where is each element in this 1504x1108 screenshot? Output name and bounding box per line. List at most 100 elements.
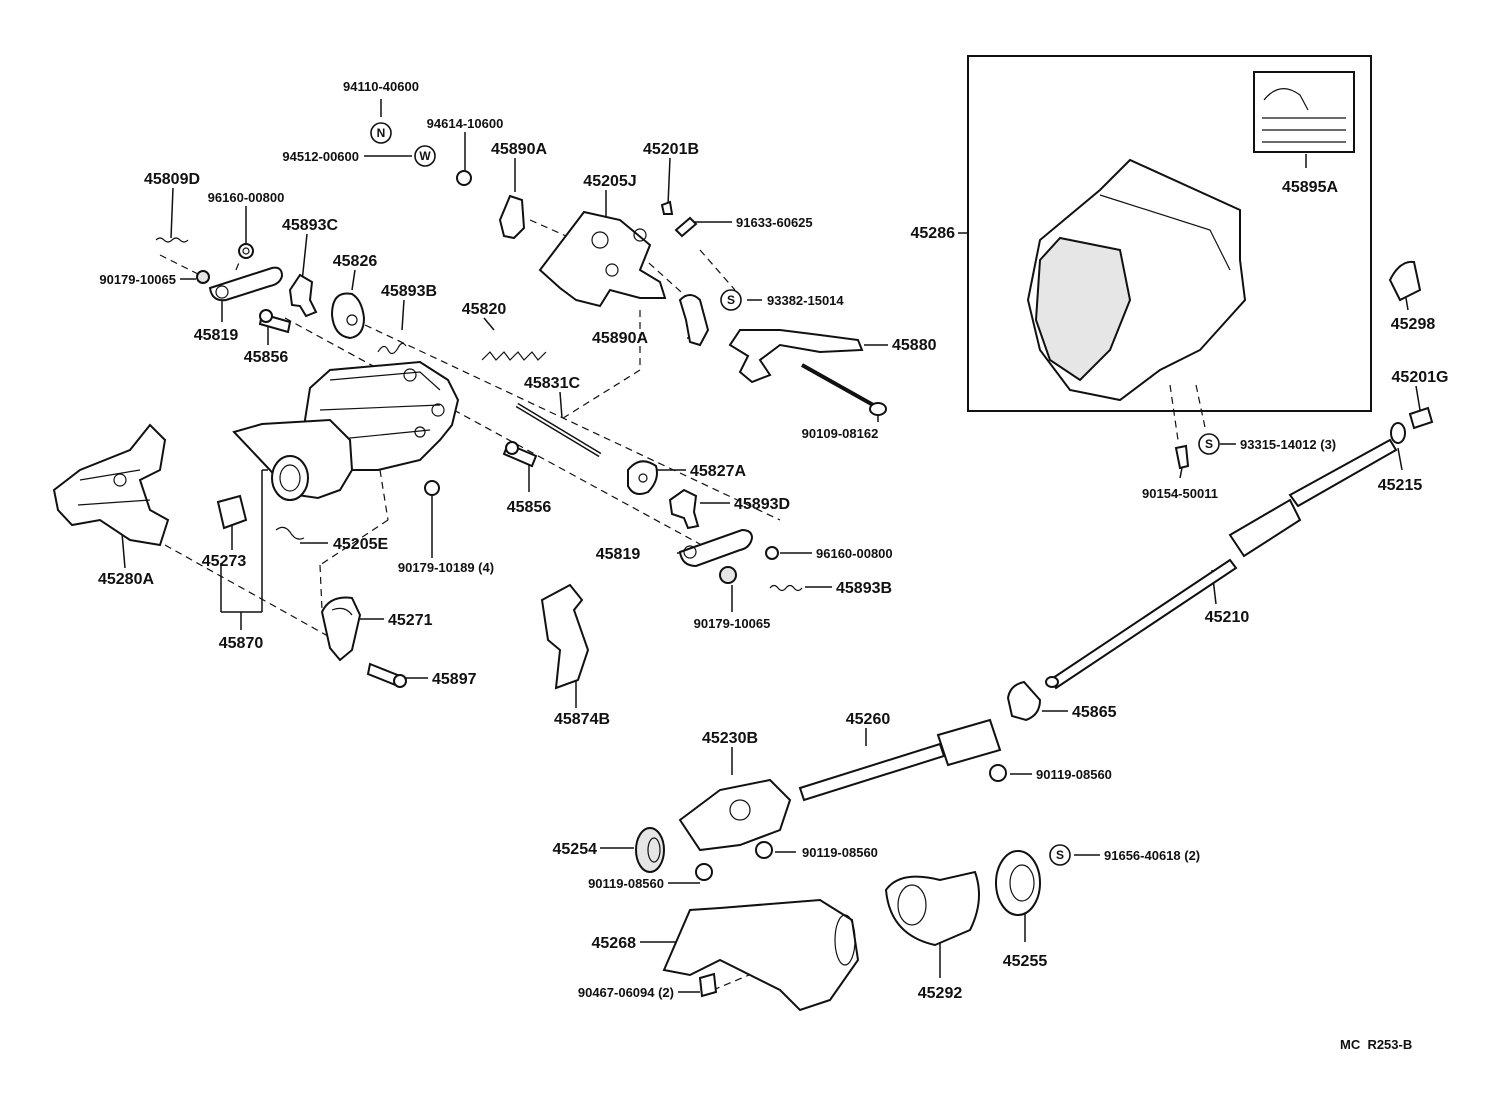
bolt-90119-08560-b-part bbox=[755, 841, 773, 859]
nut-90179-10065-mid-part bbox=[719, 566, 737, 584]
bolt-45809D-part bbox=[155, 237, 189, 243]
symbol-n-circle: N bbox=[370, 122, 392, 144]
tilt-lock-45205J-part bbox=[538, 210, 667, 308]
label-45809D: 45809D bbox=[144, 171, 200, 188]
label-45856-mid: 45856 bbox=[507, 499, 552, 516]
svg-text:S: S bbox=[1056, 848, 1064, 862]
bolt-90179-10189-part bbox=[424, 480, 440, 496]
bolt-90119-08560-c-part bbox=[695, 863, 713, 881]
bolt-45897-part bbox=[366, 662, 407, 688]
label-94512-00600: 94512-00600 bbox=[282, 149, 359, 164]
cover-45298-part bbox=[1388, 260, 1422, 302]
symbol-s-circle-93382: S bbox=[720, 289, 742, 311]
label-45298: 45298 bbox=[1391, 316, 1436, 333]
label-45201G: 45201G bbox=[1392, 369, 1449, 386]
label-45893D: 45893D bbox=[734, 496, 790, 513]
pin-45856-left-part bbox=[258, 309, 292, 334]
lever-45880-part bbox=[728, 329, 864, 384]
bracket-45827A-part bbox=[627, 460, 658, 495]
label-45273: 45273 bbox=[202, 553, 247, 570]
column-tube-part bbox=[232, 418, 354, 501]
svg-text:S: S bbox=[727, 293, 735, 307]
svg-text:N: N bbox=[377, 126, 386, 140]
label-45870: 45870 bbox=[219, 635, 264, 652]
symbol-s-circle-93315: S bbox=[1198, 433, 1220, 455]
label-45230B: 45230B bbox=[702, 730, 758, 747]
label-45271: 45271 bbox=[388, 612, 433, 629]
label-45895A: 45895A bbox=[1282, 179, 1338, 196]
bolt-91633-60625-part bbox=[674, 216, 698, 238]
label-45820: 45820 bbox=[462, 301, 507, 318]
label-96160-00800-top: 96160-00800 bbox=[208, 190, 285, 205]
label-45268: 45268 bbox=[592, 935, 637, 952]
svg-text:W: W bbox=[419, 149, 431, 163]
rod-90109-08162-part bbox=[801, 363, 887, 416]
tilt-bracket-45280A-part bbox=[52, 423, 170, 547]
bushing-45865-part bbox=[1006, 680, 1042, 722]
label-45205E: 45205E bbox=[333, 536, 388, 553]
label-45280A: 45280A bbox=[98, 571, 154, 588]
label-45890A-mid: 45890A bbox=[592, 330, 648, 347]
label-90109-08162: 90109-08162 bbox=[802, 426, 879, 441]
label-45819-left: 45819 bbox=[194, 327, 239, 344]
symbol-s-circle-91656: S bbox=[1049, 844, 1071, 866]
label-45286: 45286 bbox=[911, 225, 956, 242]
bracket-45893C-part bbox=[288, 273, 318, 318]
label-45260: 45260 bbox=[846, 711, 891, 728]
plate-45874B-part bbox=[540, 583, 590, 690]
label-91656-40618: 91656-40618 (2) bbox=[1104, 848, 1200, 863]
label-45880: 45880 bbox=[892, 337, 937, 354]
label-45895A-part bbox=[1253, 71, 1355, 153]
bracket-45890A-mid-part bbox=[678, 294, 710, 347]
label-45210: 45210 bbox=[1205, 609, 1250, 626]
boot-45292-part bbox=[884, 870, 980, 947]
bracket-45271-part bbox=[320, 596, 362, 662]
cover-box-frame bbox=[967, 55, 1372, 412]
joint-45230B-part bbox=[678, 778, 792, 852]
column-cover-45286-part bbox=[1026, 158, 1247, 402]
label-45254: 45254 bbox=[553, 841, 598, 858]
label-90179-10189: 90179-10189 (4) bbox=[398, 560, 494, 575]
label-93315-14012: 93315-14012 (3) bbox=[1240, 437, 1336, 452]
label-45856-left: 45856 bbox=[244, 349, 289, 366]
label-45255: 45255 bbox=[1003, 953, 1048, 970]
label-45205J: 45205J bbox=[583, 173, 636, 190]
leader-lines bbox=[121, 99, 1421, 993]
clip-45205E-part bbox=[275, 526, 305, 540]
spring-45820-part bbox=[481, 351, 547, 361]
label-90467-06094: 90467-06094 (2) bbox=[578, 985, 674, 1000]
label-90119-08560-b: 90119-08560 bbox=[802, 845, 878, 860]
label-45827A: 45827A bbox=[690, 463, 746, 480]
label-90154-50011: 90154-50011 bbox=[1142, 486, 1218, 501]
steering-shaft-45210-part bbox=[1045, 438, 1398, 690]
spring-45201G-part bbox=[1408, 406, 1434, 430]
label-45292: 45292 bbox=[918, 985, 963, 1002]
label-45819-mid: 45819 bbox=[596, 546, 641, 563]
cover-45268-part bbox=[662, 898, 860, 1012]
label-45215: 45215 bbox=[1378, 477, 1423, 494]
label-96160-00800-mid: 96160-00800 bbox=[816, 546, 893, 561]
nut-96160-00800-mid-part bbox=[765, 546, 779, 560]
label-45201B: 45201B bbox=[643, 141, 699, 158]
part-labels: 94110-40600 94512-00600 94614-10600 4589… bbox=[98, 79, 1448, 1052]
label-45893B-top: 45893B bbox=[381, 283, 437, 300]
label-90179-10065-left: 90179-10065 bbox=[99, 272, 176, 287]
bolt-90119-08560-a-part bbox=[989, 764, 1007, 782]
label-90119-08560-a: 90119-08560 bbox=[1036, 767, 1112, 782]
spring-45893B-top-part bbox=[377, 342, 407, 355]
nut-96160-00800-top-part bbox=[238, 243, 254, 259]
bolt-90467-06094-part bbox=[698, 972, 718, 998]
small-nut-94614-part bbox=[456, 170, 472, 186]
label-45865: 45865 bbox=[1072, 704, 1117, 721]
bolt-90154-50011-part bbox=[1174, 444, 1190, 470]
spring-45893B-mid-part bbox=[769, 584, 803, 592]
intermediate-shaft-45260-part bbox=[798, 718, 1002, 802]
label-45893C: 45893C bbox=[282, 217, 338, 234]
bracket-45893D-part bbox=[668, 488, 700, 530]
svg-text:S: S bbox=[1205, 437, 1213, 451]
label-45893B-mid: 45893B bbox=[836, 580, 892, 597]
label-94110-40600: 94110-40600 bbox=[343, 79, 419, 94]
bearing-45215-part bbox=[1390, 422, 1406, 444]
label-90179-10065-mid: 90179-10065 bbox=[694, 616, 771, 631]
